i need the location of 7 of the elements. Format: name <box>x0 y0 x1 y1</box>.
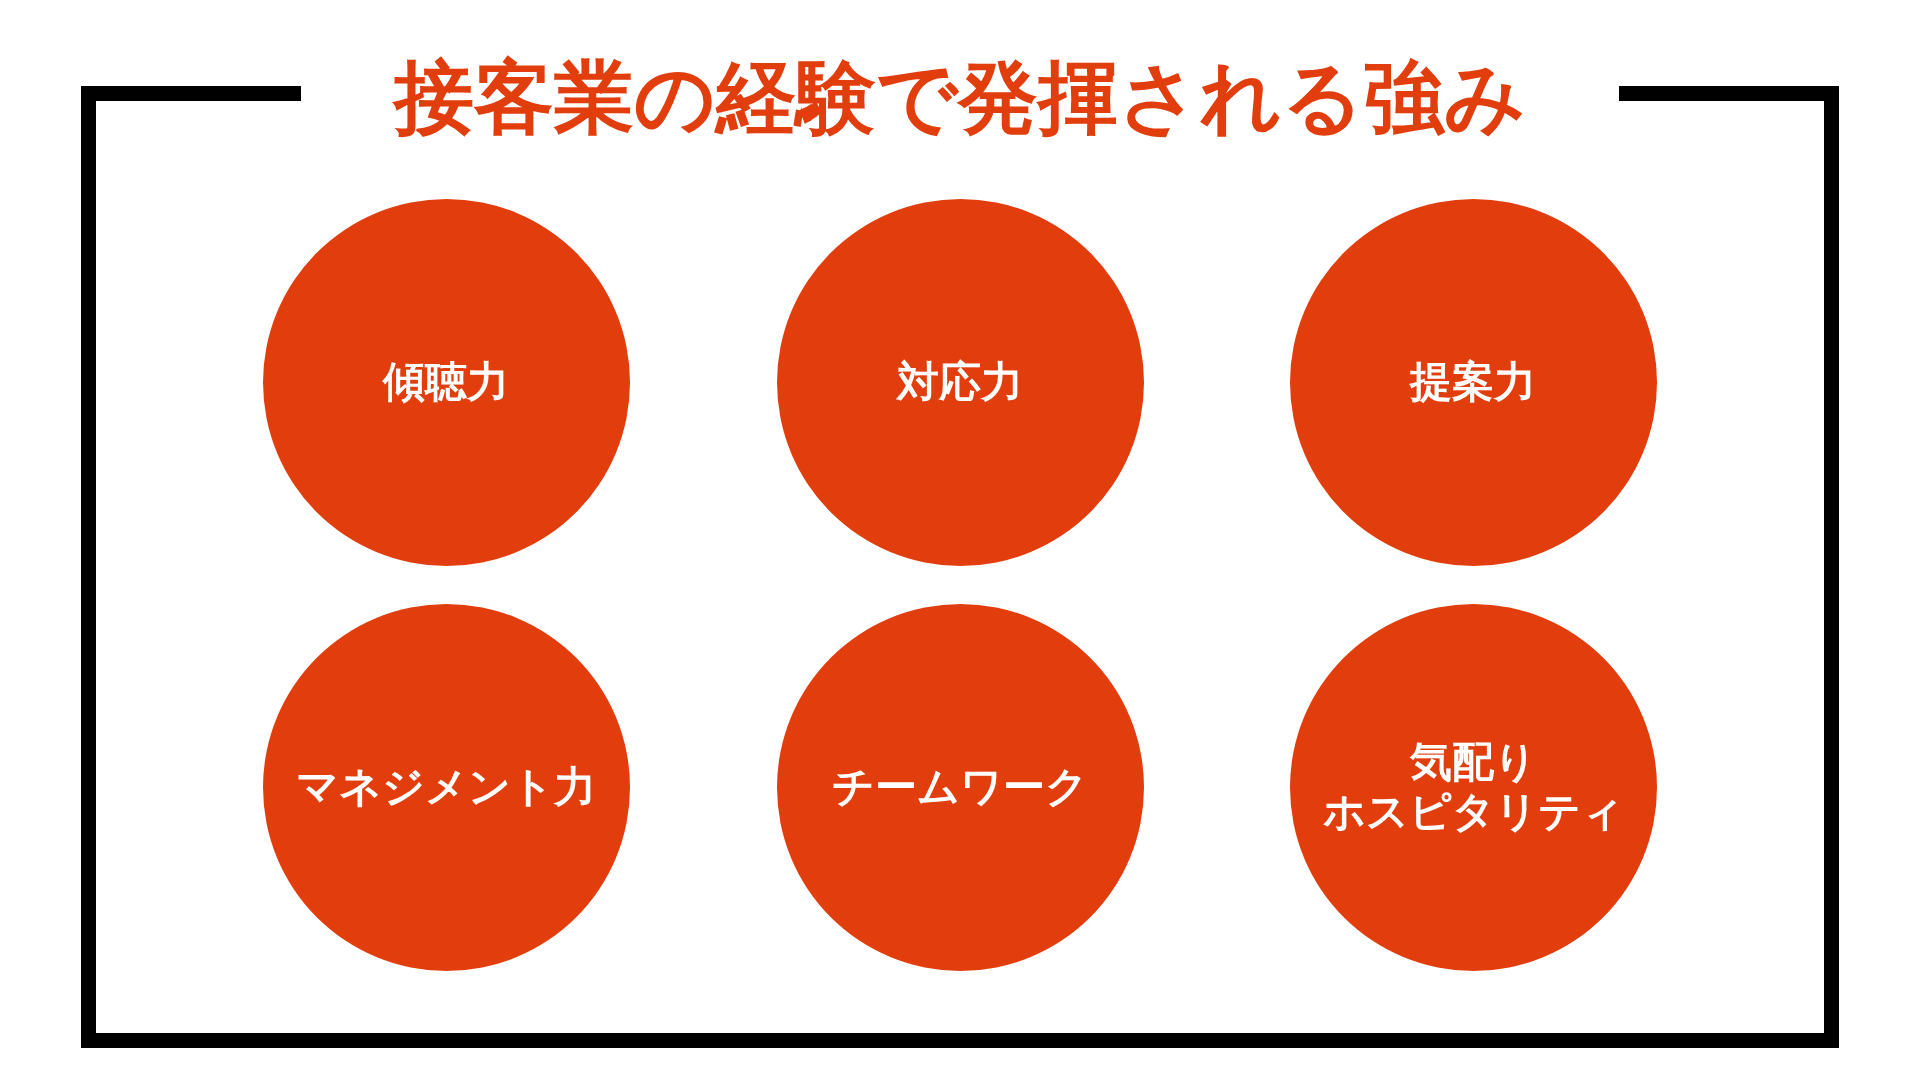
strength-label: 対応力 <box>897 361 1023 403</box>
strength-label: マネジメント力 <box>296 766 596 808</box>
strength-label: 提案力 <box>1410 361 1536 403</box>
strength-label: チームワーク <box>832 766 1088 808</box>
strength-label: 傾聴力 <box>383 361 509 403</box>
strength-label: 気配り <box>1409 741 1537 783</box>
strength-label: ホスピタリティ <box>1322 791 1624 833</box>
